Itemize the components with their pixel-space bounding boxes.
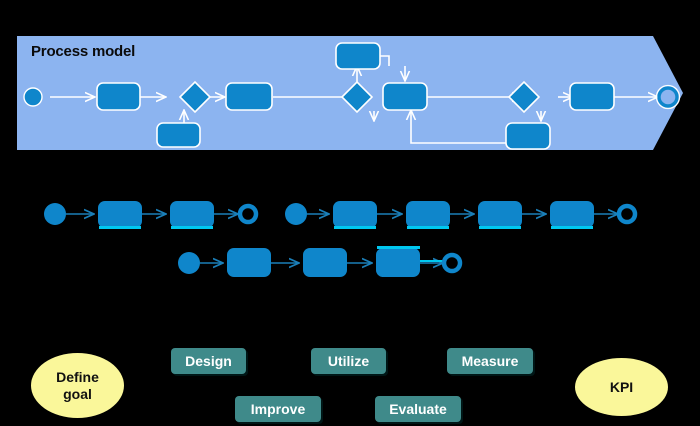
chain1-end-event-icon: [237, 203, 259, 225]
ellipse-define-goal[interactable]: Define goal: [31, 353, 124, 418]
chain1-task-nodes: [98, 201, 214, 229]
banner-title: Process model: [31, 43, 136, 60]
banner-end-event-icon: [657, 86, 679, 108]
chip-utilize[interactable]: Utilize: [311, 348, 386, 374]
chain3-end-event-icon: [441, 252, 463, 274]
chain2-end-event-icon: [616, 203, 638, 225]
banner-gateway-nodes: [178, 80, 541, 114]
chip-measure[interactable]: Measure: [447, 348, 533, 374]
chain-row-3: [178, 246, 463, 277]
banner-task-nodes: [96, 42, 615, 150]
ellipse-define-goal-line2: goal: [63, 385, 92, 402]
chain1-start-event-icon: [44, 203, 66, 225]
chain3-task-nodes: [227, 246, 420, 277]
ellipse-kpi[interactable]: KPI: [575, 358, 668, 416]
banner-start-event-icon: [23, 87, 43, 107]
chip-improve[interactable]: Improve: [235, 396, 321, 422]
chip-evaluate[interactable]: Evaluate: [375, 396, 461, 422]
process-model-banner-graphic: [17, 36, 683, 150]
chain-row-2: [285, 201, 638, 229]
chain2-task-nodes: [333, 201, 594, 229]
chain2-start-event-icon: [285, 203, 307, 225]
chain-row-1: [44, 201, 259, 229]
process-model-banner: Process model: [17, 36, 683, 150]
chip-design[interactable]: Design: [171, 348, 246, 374]
chain3-start-event-icon: [178, 252, 200, 274]
ellipse-define-goal-line1: Define: [56, 369, 99, 386]
